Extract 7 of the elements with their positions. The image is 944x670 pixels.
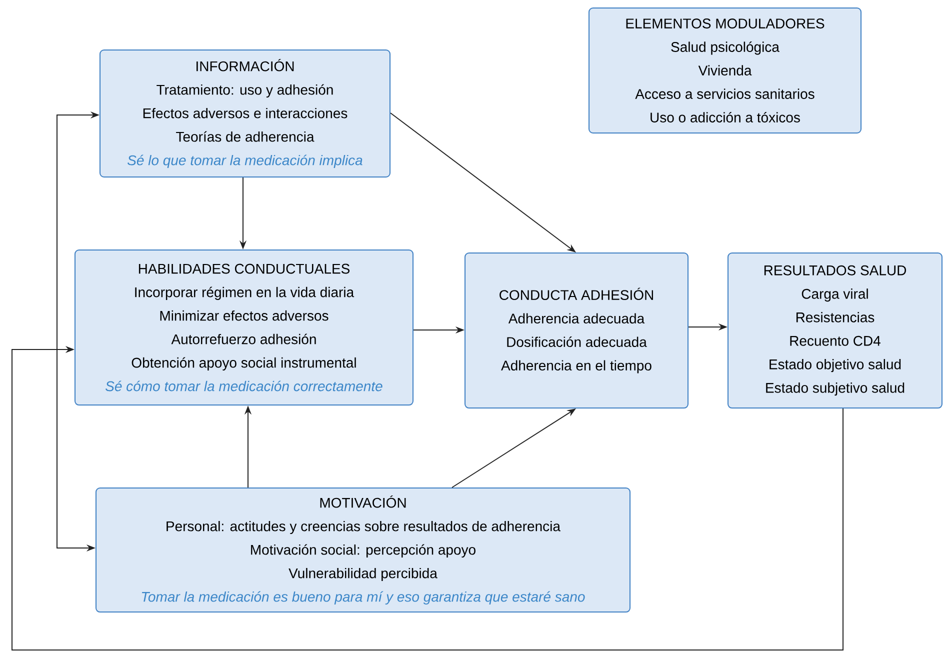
process-box: ELEMENTOS MODULADORES Salud psicológica Vivienda Acceso a servicios sanitarios Uso o adicción a tóxicos: [588, 8, 862, 134]
process-box: RESULTADOS SALUD Carga viral Resistencias Recuento CD4 Estado objetivo salud Estado subjetivo salud: [728, 252, 942, 408]
feedback-arrow: [12, 346, 844, 650]
process-box: HABILIDADES CONDUCTUALES Incorporar régimen en la vida diaria Minimizar efectos adversos Autorrefuerzo adhesión Obtención apoyo social instrumental Sé cómo tomar la medicación correctamente: [74, 250, 414, 406]
process-box: INFORMACIÓN Tratamiento: uso y adhesión Efectos adversos e interacciones Teorías de adherencia Sé lo que tomar la medicación implica: [100, 50, 390, 178]
process-box: CONDUCTA ADHESIÓN Adherencia adecuada Dosificación adecuada Adherencia en el tiempo: [464, 252, 688, 408]
process-box: MOTIVACIÓN Personal: actitudes y creencias sobre resultados de adherencia Motivación social: percepción apoyo Vulnerabilidad percibida Tomar la medicación es bueno para mí y eso garantiza que estaré sano: [96, 488, 630, 612]
